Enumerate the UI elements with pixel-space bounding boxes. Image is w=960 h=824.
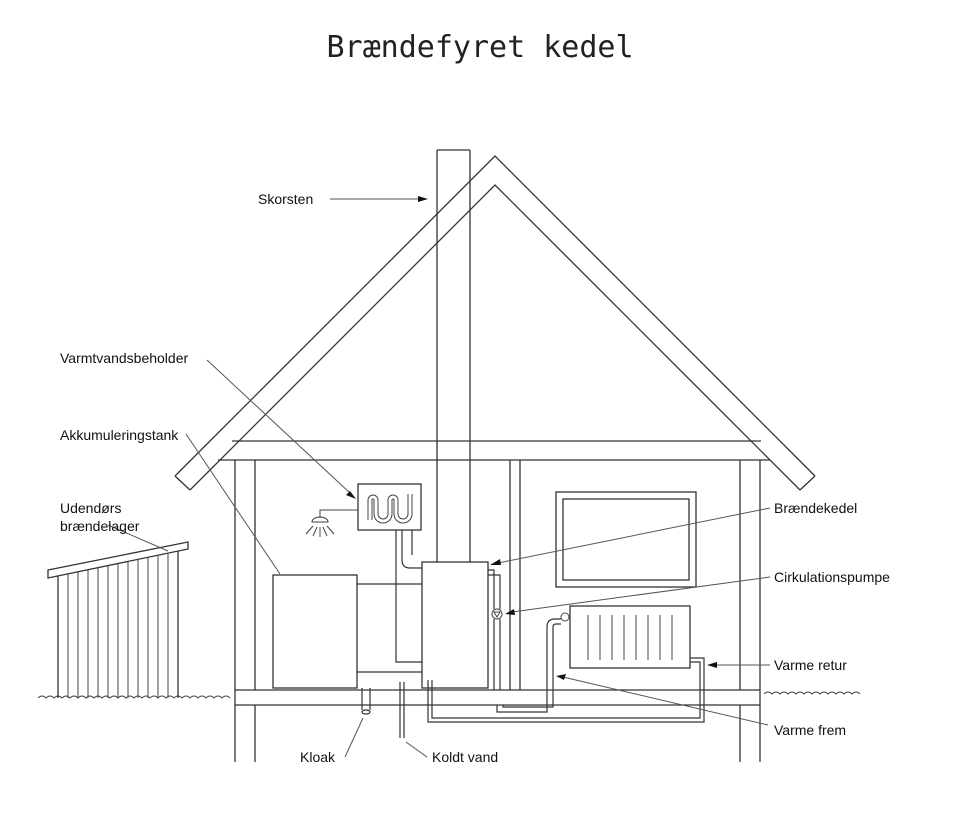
- woodshed: [47, 541, 189, 698]
- walls: [234, 460, 761, 705]
- label-koldt-vand: Koldt vand: [432, 749, 498, 765]
- label-varmtvandsbeholder: Varmtvandsbeholder: [60, 350, 188, 366]
- pipes: [357, 530, 705, 738]
- leader-lines: [107, 196, 771, 758]
- radiator: [560, 605, 691, 669]
- label-varme-frem: Varme frem: [774, 722, 846, 738]
- label-kloak: Kloak: [300, 749, 336, 765]
- diagram-title: Brændefyret kedel: [326, 30, 634, 65]
- hot-water-tank: [357, 483, 422, 531]
- label-varme-retur: Varme retur: [774, 657, 847, 673]
- boiler: [421, 561, 489, 689]
- label-udendors: Udendørs: [60, 500, 121, 516]
- circulation-pump-icon: [491, 608, 503, 620]
- label-braendekedel: Brændekedel: [774, 500, 857, 516]
- chimney: [436, 149, 471, 562]
- label-skorsten: Skorsten: [258, 191, 313, 207]
- label-braendelager: brændelager: [60, 518, 140, 534]
- accumulation-tank: [272, 574, 358, 689]
- label-cirkulationspumpe: Cirkulationspumpe: [774, 569, 890, 585]
- window: [555, 491, 697, 588]
- shower-head-icon: [305, 509, 358, 537]
- label-akkumuleringstank: Akkumuleringstank: [60, 427, 179, 443]
- ground: [37, 691, 861, 699]
- labels: Skorsten Varmtvandsbeholder Akkumulering…: [60, 191, 890, 765]
- ceiling: [218, 440, 770, 461]
- roof: [174, 155, 816, 491]
